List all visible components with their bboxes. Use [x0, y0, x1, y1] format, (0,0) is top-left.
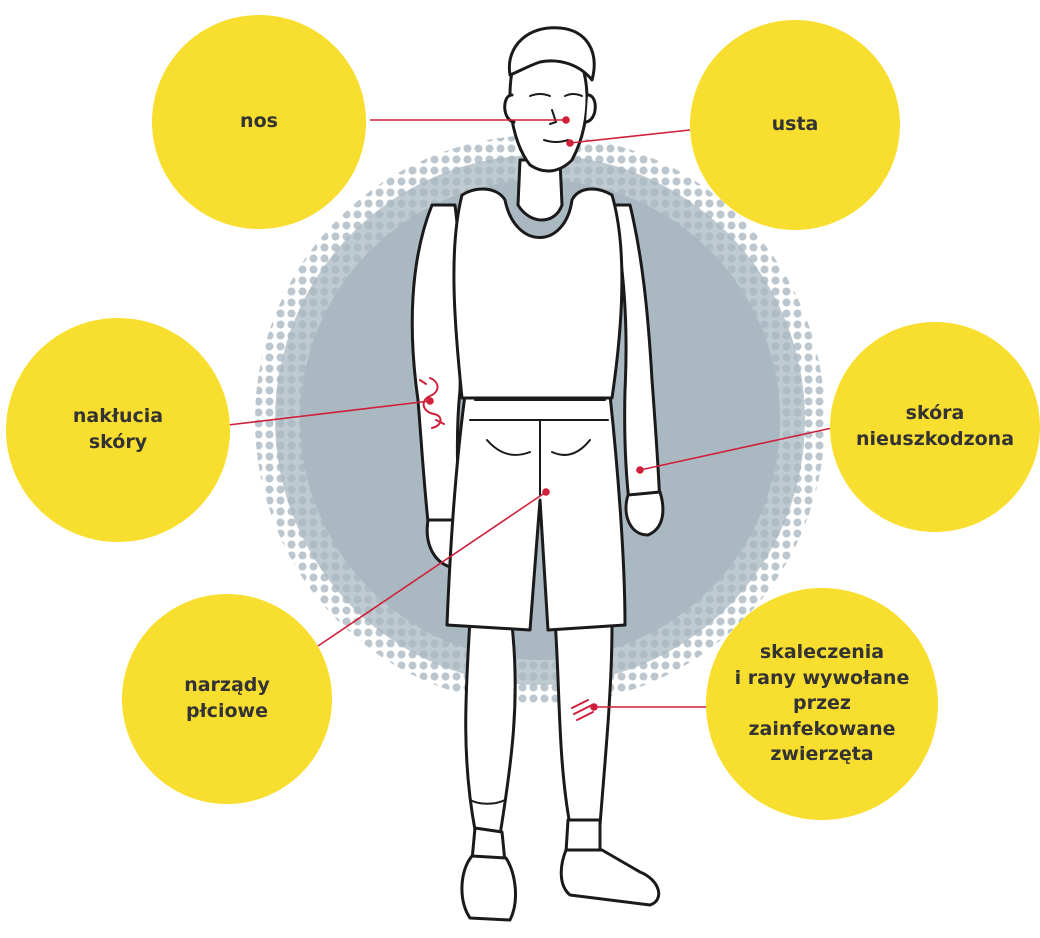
bubble-skin-puncture: nakłucia skóry	[6, 318, 230, 542]
dot-wounds	[591, 704, 597, 710]
bubble-mouth: usta	[690, 20, 900, 230]
label-mouth: usta	[772, 112, 819, 138]
label-nose: nos	[240, 109, 278, 135]
bubble-nose: nos	[152, 15, 366, 229]
dot-intact-skin	[637, 467, 643, 473]
dot-nose	[563, 117, 569, 123]
label-genitals: narządy płciowe	[184, 673, 270, 724]
line-intact-skin	[640, 428, 832, 470]
bubble-intact-skin: skóra nieuszkodzona	[830, 322, 1040, 532]
label-intact-skin: skóra nieuszkodzona	[856, 401, 1014, 452]
bubble-wounds: skaleczenia i rany wywołane przez zainfe…	[706, 588, 938, 820]
dot-skin-puncture	[427, 398, 433, 404]
dot-genitals	[543, 489, 549, 495]
dot-mouth	[567, 140, 573, 146]
line-mouth	[570, 130, 690, 143]
line-genitals	[318, 492, 546, 646]
bubble-genitals: narządy płciowe	[122, 594, 332, 804]
line-skin-puncture	[228, 401, 430, 425]
label-skin-puncture: nakłucia skóry	[73, 404, 163, 455]
label-wounds: skaleczenia i rany wywołane przez zainfe…	[735, 640, 910, 768]
